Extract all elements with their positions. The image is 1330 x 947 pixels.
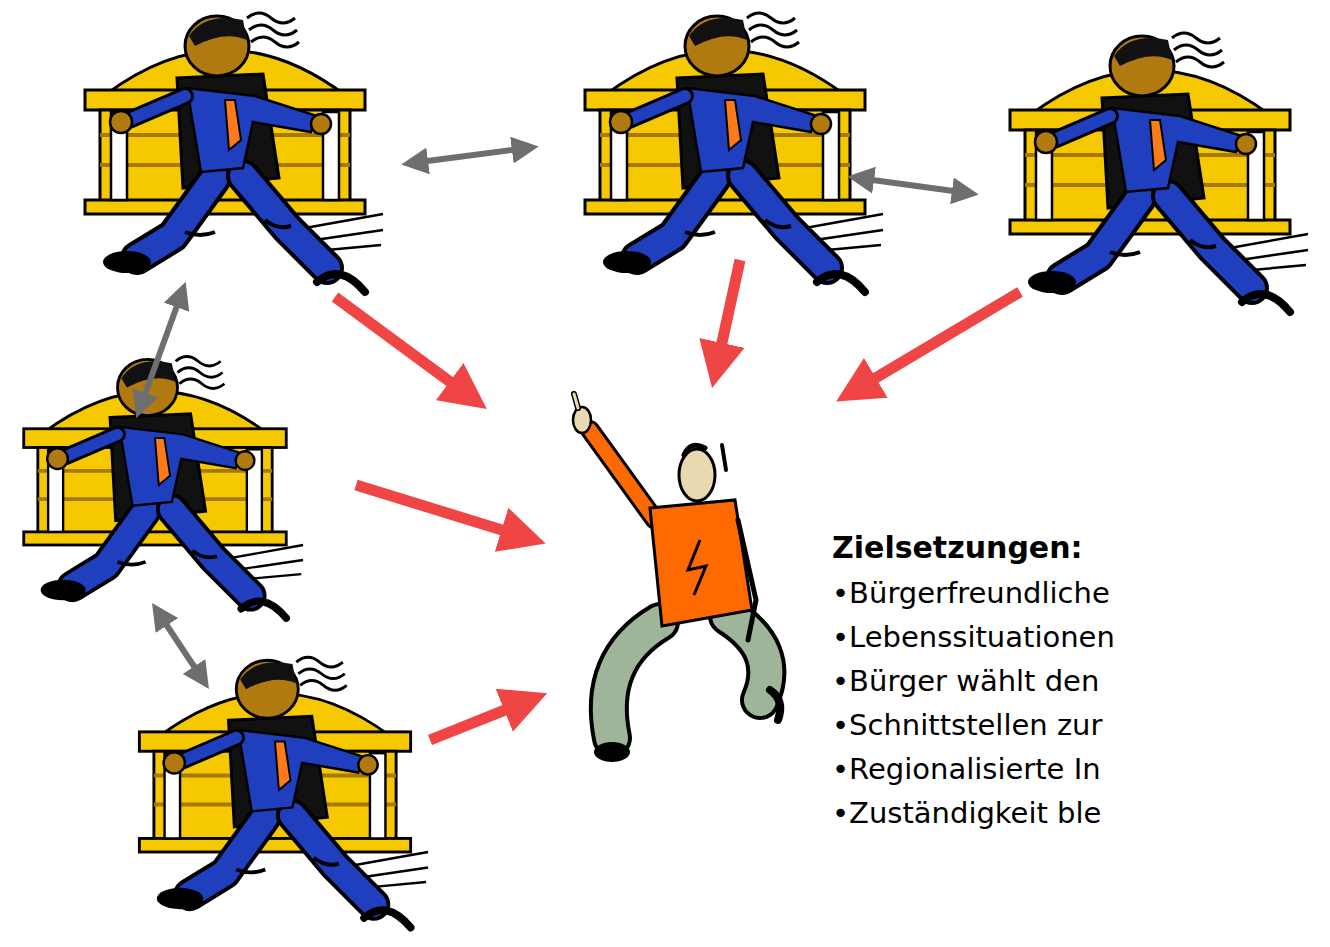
goal-item: •Regionalisierte In: [832, 752, 1101, 787]
official-figure: [85, 13, 383, 292]
service-arrow: [356, 485, 528, 538]
service-arrow: [852, 292, 1020, 392]
goal-item: •Schnittstellen zur: [832, 708, 1102, 743]
service-arrow: [716, 260, 740, 370]
exchange-arrow: [140, 292, 182, 408]
citizen-figure: [573, 394, 780, 762]
goal-item: •Lebenssituationen: [832, 620, 1115, 655]
official-figure: [139, 657, 428, 927]
official-figure: [585, 13, 883, 292]
service-arrow: [335, 297, 472, 398]
exchange-arrow: [158, 612, 203, 680]
service-arrow: [430, 700, 530, 740]
goal-item: •Bürger wählt den: [832, 664, 1099, 699]
exchange-arrow: [858, 178, 968, 193]
official-figure: [24, 357, 303, 619]
goal-item: •Zuständigkeit ble: [832, 796, 1101, 831]
official-figure: [1010, 33, 1308, 312]
list-heading: Zielsetzungen:: [832, 530, 1083, 566]
goal-item: •Bürgerfreundliche: [832, 576, 1110, 611]
exchange-arrow: [412, 148, 528, 163]
